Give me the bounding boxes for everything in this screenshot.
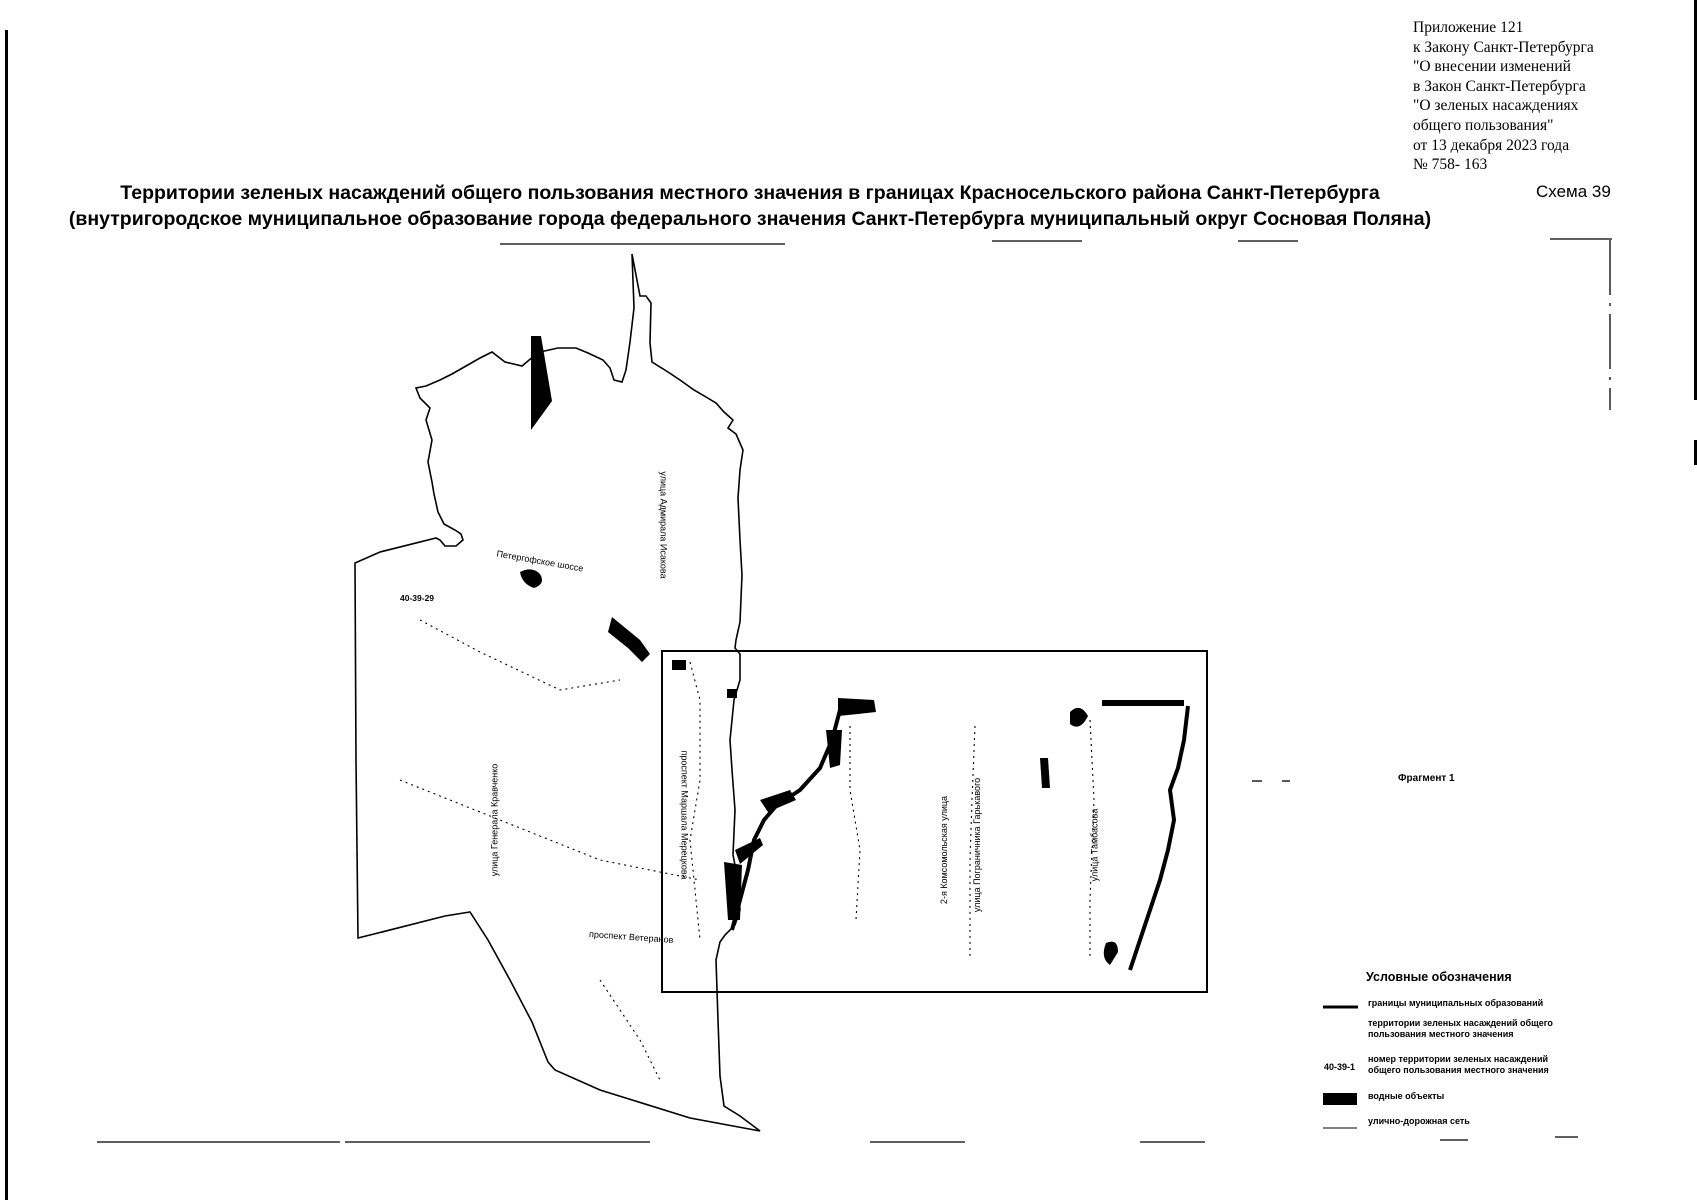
water-object [531,336,552,430]
water-object [608,617,650,662]
water-object [826,730,842,768]
right-margin-bar-fragment [1694,440,1697,465]
water-object [1103,941,1118,965]
water-object [1102,700,1184,706]
legend-item-green-area: территории зеленых насаждений общего пол… [1368,1018,1553,1039]
water-object [1070,707,1088,727]
left-margin-bar [5,30,8,1200]
street-label: улица Тамбасова [1089,808,1100,882]
water-object [838,698,876,716]
street-label: проспект Маршала Мерецкова [679,750,690,880]
legend-symbols [1323,1005,1358,1129]
legend-item-number: номер территории зеленых насаждений обще… [1368,1054,1549,1075]
legend-item-boundary: границы муниципальных образований [1368,998,1544,1008]
legend-symbol-water [1323,1093,1357,1105]
legend-item-number-code: 40-39-1 [1324,1062,1356,1072]
water-object [1040,758,1050,788]
fragment-label: Фрагмент 1 [1398,773,1455,784]
page-subtitle: (внутригородское муниципальное образован… [68,208,1432,230]
street-label: улица Пограничника Гарькавого [972,777,983,913]
legend-item-road: улично-дорожная сеть [1368,1116,1470,1126]
stream-line [1128,705,1190,971]
street-label: улица Генерала Кравченко [489,763,500,877]
annex-line: № 758- 163 [1413,156,1488,174]
street-label: улица Адмирала Исакова [658,471,669,579]
scheme-number: Схема 39 [1536,182,1611,201]
fragment-frame[interactable] [661,650,1208,993]
right-margin-bar [1694,0,1697,400]
stream-line [730,709,842,931]
water-object [520,569,542,588]
page-title: Территории зеленых насаждений общего пол… [120,182,1380,204]
decorative-rules [97,238,1612,1143]
annex-line: "О зеленых насаждениях [1413,97,1579,115]
annex-line: "О внесении изменений [1413,58,1571,76]
territory-number: 40-39-29 [400,593,435,603]
misc-marks [1252,780,1468,1141]
street-lines [399,619,1095,1081]
water-object [735,838,763,864]
annex-note: Приложение 121 к Закону Санкт-Петербурга… [1413,18,1683,175]
legend-item-water: водные объекты [1368,1091,1445,1101]
waterway-streams [730,705,1190,971]
annex-line: Приложение 121 [1413,19,1524,36]
legend-title: Условные обозначения [1366,970,1512,984]
water-object [760,790,796,812]
water-object [724,862,742,920]
water-object [727,689,737,698]
annex-line: в Закон Санкт-Петербурга [1413,77,1586,95]
annex-line: общего пользования" [1413,116,1554,134]
annex-line: к Закону Санкт-Петербурга [1413,38,1594,56]
annex-line: от 13 декабря 2023 года [1413,136,1570,154]
street-label: 2-я Комсомольская улица [939,795,950,905]
water-object [672,660,686,670]
district-boundary [354,253,761,1132]
